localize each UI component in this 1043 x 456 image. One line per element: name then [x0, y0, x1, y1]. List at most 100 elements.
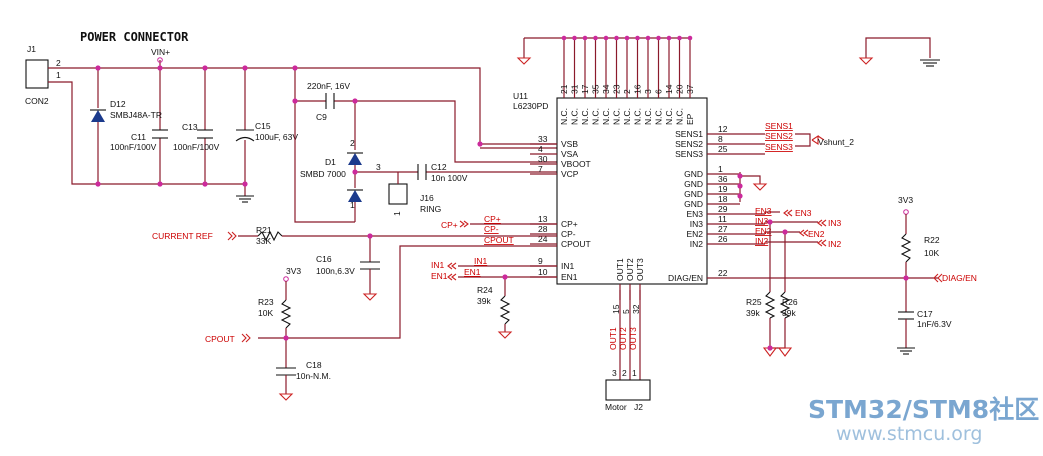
u11-bottom-pin-number: 15	[611, 304, 621, 314]
r23-value: 10K	[258, 308, 273, 318]
u11-right-pin-number: 11	[718, 214, 727, 224]
offpage-en1: EN1	[431, 271, 448, 281]
c17-ref: C17	[917, 309, 933, 319]
right-side-nets: SENS1 SENS2 SENS3 Vshunt_2 EN3 IN3 EN2 I…	[739, 121, 977, 357]
u11-top-pin-junction	[656, 35, 661, 41]
net-en2: EN2	[755, 226, 772, 236]
r22-c17-group: 3V3 R22 10K C17 1nF/6.3V	[897, 195, 952, 355]
c15-ref: C15	[255, 121, 271, 131]
net-vshunt: Vshunt_2	[818, 137, 854, 147]
d1-part: SMBD 7000	[300, 169, 346, 179]
u11-top-pin-name: N.C.	[643, 108, 653, 125]
u11-left-pin-number: 28	[538, 224, 548, 234]
net-sens2: SENS2	[765, 131, 793, 141]
u11-top-pin-number: 6	[654, 89, 664, 94]
r24-value: 39k	[477, 296, 491, 306]
capacitor-c11: C11 100nF/100V	[110, 129, 168, 152]
chargepump-wires	[294, 68, 557, 223]
u11-top-pin-name: N.C.	[601, 108, 611, 125]
u11-right-pin-name: SENS2	[675, 139, 703, 149]
u11-right-pin-name: SENS1	[675, 129, 703, 139]
u11-right-pin-number: 19	[718, 184, 728, 194]
d12-part: SMBJ48A-TR	[110, 110, 162, 120]
u11-top-pin-name: N.C.	[580, 108, 590, 125]
d1-pin-3: 3	[376, 162, 381, 172]
offpage-in3: IN3	[828, 218, 842, 228]
connector-j1: J1 CON2 2 1	[25, 44, 61, 106]
u11-top-pin-junction	[603, 35, 609, 41]
d1-pin-1: 1	[350, 200, 355, 210]
c9-ref: C9	[316, 112, 327, 122]
u11-bottom-pin-name: OUT2	[625, 258, 635, 281]
j1-pin-1: 1	[56, 70, 61, 80]
u11-top-pin-junction	[635, 35, 640, 41]
d12-ref: D12	[110, 99, 126, 109]
vin-label: VIN+	[151, 47, 170, 63]
u11-top-pin-junction	[593, 35, 598, 41]
u11-left-pin-name: CP+	[561, 219, 578, 229]
u11-top-pin-name: N.C.	[675, 108, 685, 125]
u11-left-pin-number: 24	[538, 234, 548, 244]
u11-left-pin-number: 33	[538, 134, 548, 144]
u11-top-pin-number: 2	[622, 89, 632, 94]
u11-right-pin-number: 25	[718, 144, 728, 154]
u11-right-pin-name: GND	[684, 179, 703, 189]
motor-connector-j2: OUT1 OUT2 OUT3 3 2 1 Motor J2	[605, 290, 651, 412]
net-cpm: CP-	[484, 224, 499, 234]
u11-top-pin-number: 37	[685, 84, 695, 94]
offpage-current-ref: CURRENT REF	[152, 231, 213, 241]
j16-ref: J16	[420, 193, 434, 203]
c17-value: 1nF/6.3V	[917, 319, 952, 329]
c12-value: 10n 100V	[431, 173, 468, 183]
u11-right-pin-name: GND	[684, 199, 703, 209]
offpage-in1: IN1	[431, 260, 445, 270]
u11-top-pin-number: 21	[559, 84, 569, 94]
u11-right-pin-number: 12	[718, 124, 728, 134]
junction-dots	[95, 65, 909, 351]
u11-right-pin-name: IN2	[690, 239, 704, 249]
rail-3v3-right: 3V3	[898, 195, 913, 205]
u11-right-pin-name: GND	[684, 189, 703, 199]
u11-left-pin-name: VSA	[561, 149, 578, 159]
u11-top-pin-number: 14	[664, 84, 674, 94]
net-in3: IN3	[755, 216, 769, 226]
net-cpout: CPOUT	[484, 235, 514, 245]
u11-top-pin-name: N.C.	[612, 108, 622, 125]
c18-value: 10n-N.M.	[296, 371, 331, 381]
u11-left-pin-number: 9	[538, 256, 543, 266]
u11-top-pin-junction	[687, 35, 693, 41]
u11-top-pin-junction	[645, 35, 651, 41]
motor-pin-2: 2	[622, 368, 627, 378]
offpage-cpp: CP+	[441, 220, 458, 230]
u11-right-pin-number: 29	[718, 204, 728, 214]
u11-top-pin-junction	[666, 35, 672, 41]
u11-bottom-pin-name: OUT1	[615, 258, 625, 281]
r25-ref: R25	[746, 297, 762, 307]
ground-arrow-top-left	[516, 57, 532, 65]
net-out2: OUT2	[618, 327, 628, 350]
ic-u11: U11 L6230PD 21N.C.31N.C.17N.C.35N.C.34N.…	[513, 35, 765, 314]
j16-name: RING	[420, 204, 441, 214]
u11-top-pin-number: 3	[643, 89, 653, 94]
diode-d12: D12 SMBJ48A-TR	[90, 99, 162, 122]
u11-top-pin-name: N.C.	[570, 108, 580, 125]
capacitor-c9: 220nF, 16V C9	[307, 81, 350, 122]
u11-left-pin-number: 13	[538, 214, 548, 224]
u11-bottom-pin-number: 32	[631, 304, 641, 314]
u11-right-pin-number: 27	[718, 224, 728, 234]
watermark-url: www.stmcu.org	[836, 423, 982, 445]
d1-pin-2: 2	[350, 138, 355, 148]
offpage-in2: IN2	[828, 239, 842, 249]
r24-ref: R24	[477, 285, 493, 295]
net-en1: EN1	[464, 267, 481, 277]
r22-value: 10K	[924, 248, 939, 258]
net-sens1: SENS1	[765, 121, 793, 131]
net-sens3: SENS3	[765, 142, 793, 152]
capacitor-c13: C13 100nF/100V	[173, 122, 220, 152]
net-en3: EN3	[755, 206, 772, 216]
net-in2: IN2	[755, 236, 769, 246]
u11-top-pin-name: N.C.	[633, 108, 643, 125]
c9-value: 220nF, 16V	[307, 81, 350, 91]
u11-right-pin-name: GND	[684, 169, 703, 179]
offpage-en2: EN2	[808, 229, 825, 239]
